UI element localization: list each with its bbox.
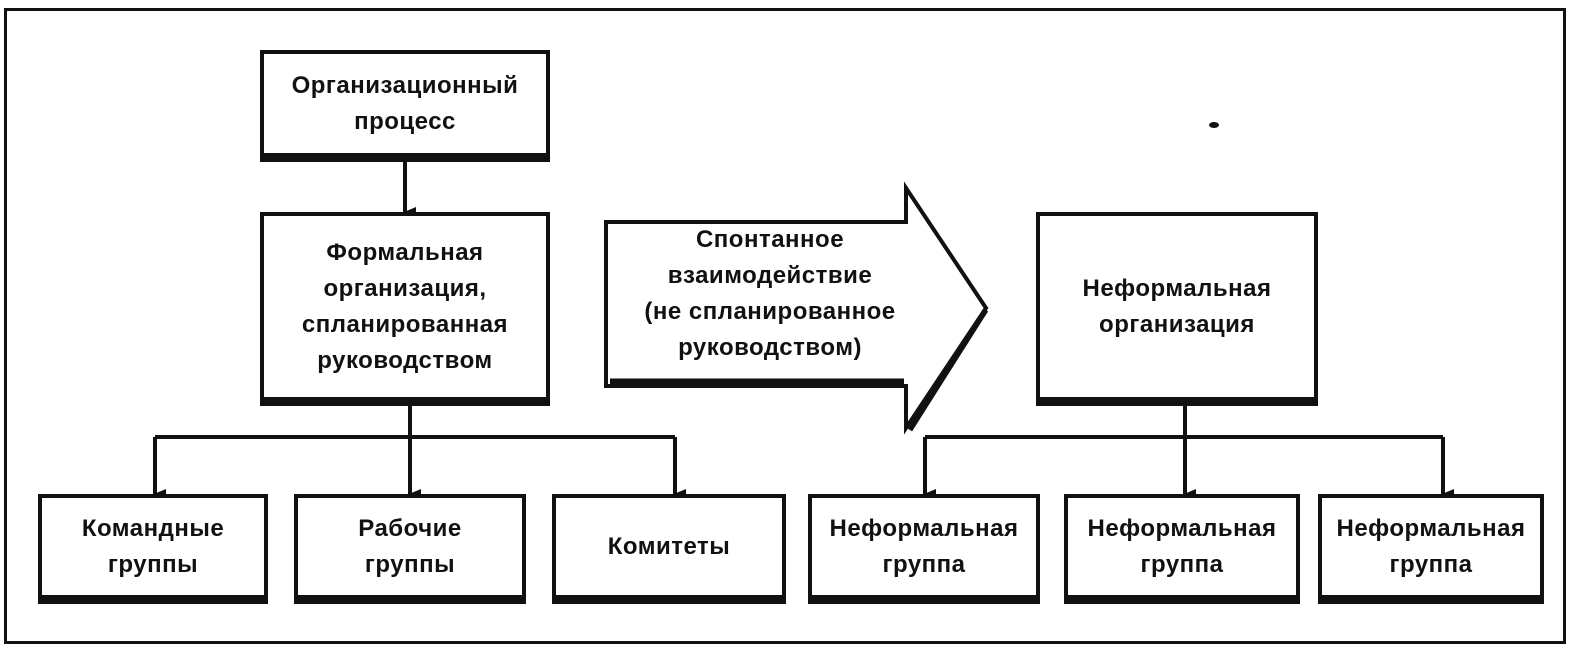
informal-group-box-3: Неформальная группа <box>1318 494 1544 604</box>
informal-group-label-3: Неформальная группа <box>1336 514 1526 578</box>
team-groups-box: Командные группы <box>38 494 268 604</box>
committees-label: Комитеты <box>607 532 731 560</box>
spontaneous-block-arrow <box>604 181 989 435</box>
org-process-box: Организационный процесс <box>260 50 550 162</box>
formal-org-box: Формальная организация, спланированная р… <box>260 212 550 406</box>
formal-org-label: Формальная организация, спланированная р… <box>301 238 509 374</box>
informal-group-box-1: Неформальная группа <box>808 494 1040 604</box>
informal-tree-connector <box>923 405 1454 499</box>
stray-ink-mark <box>1209 122 1219 128</box>
org-process-label: Организационный процесс <box>291 71 519 135</box>
informal-org-label: Неформальная организация <box>1082 274 1272 338</box>
work-groups-box: Рабочие группы <box>294 494 526 604</box>
committees-box: Комитеты <box>552 494 786 604</box>
work-groups-label: Рабочие группы <box>358 514 462 578</box>
team-groups-label: Командные группы <box>81 514 225 578</box>
spontaneous-label: Спонтанное взаимодействие (не спланирова… <box>644 226 896 361</box>
informal-group-label-1: Неформальная группа <box>829 514 1019 578</box>
formal-tree-connector <box>153 404 686 499</box>
informal-group-box-2: Неформальная группа <box>1064 494 1300 604</box>
spontaneous-arrow-text: Спонтанное взаимодействие (не спланирова… <box>610 222 930 366</box>
informal-group-label-2: Неформальная группа <box>1087 514 1277 578</box>
informal-org-box: Неформальная организация <box>1036 212 1318 406</box>
